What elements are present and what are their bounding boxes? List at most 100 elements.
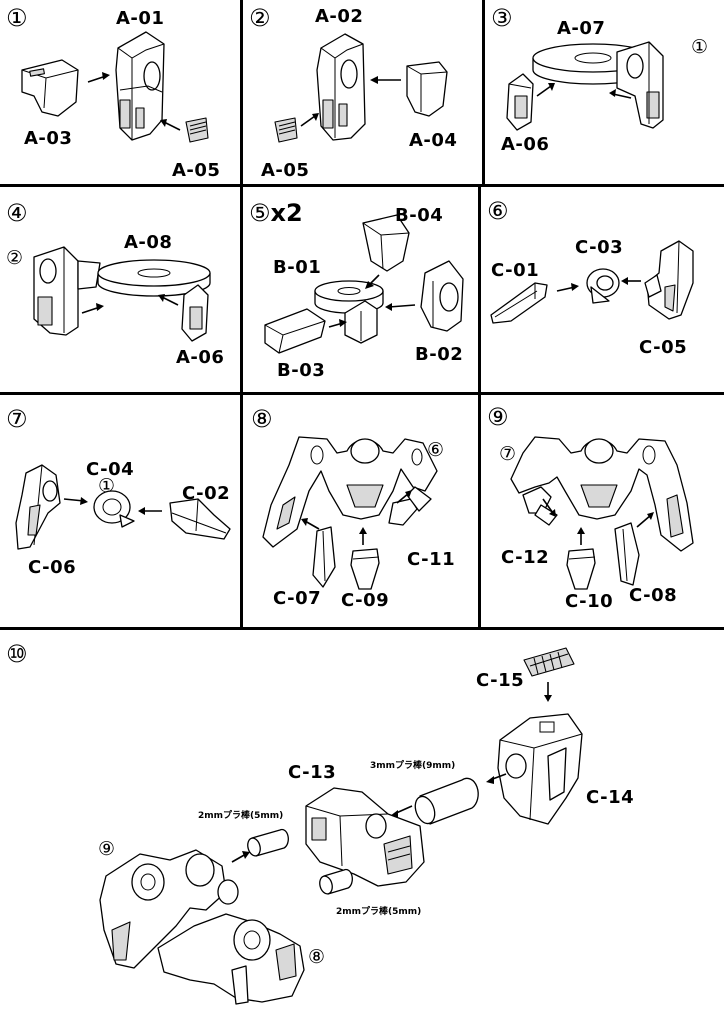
divider-row3 xyxy=(0,627,724,630)
label-b01: B-01 xyxy=(273,257,322,278)
assembly-8-drawing xyxy=(157,879,305,1005)
label-a05b: A-05 xyxy=(261,160,310,181)
part-c08-drawing xyxy=(614,522,640,586)
label-c06: C-06 xyxy=(28,557,77,578)
step-9-panel: ⑨ ⑦ xyxy=(481,395,724,627)
divider-r3-b xyxy=(478,394,481,629)
label-a06: A-06 xyxy=(501,134,550,155)
step-10-number: ⑩ xyxy=(6,640,28,668)
part-c09-drawing xyxy=(350,548,380,590)
divider-row2 xyxy=(0,392,724,395)
part-b-mid-drawing xyxy=(344,300,378,344)
label-c08: C-08 xyxy=(629,585,678,606)
step-3-panel: ③ ① A-07 A-06 xyxy=(485,0,724,184)
note-rod-3mm: 3mmプラ棒(9mm) xyxy=(370,761,456,771)
note-rod-2mm-lower: 2mmプラ棒(5mm) xyxy=(336,907,422,917)
step-5-circled: ⑤ xyxy=(249,199,271,227)
part-a04-drawing xyxy=(406,61,448,117)
label-c10: C-10 xyxy=(565,591,614,612)
step-10-ref-9: ⑨ xyxy=(98,838,116,860)
part-b02-drawing xyxy=(420,260,464,332)
step-8-ref: ⑥ xyxy=(427,439,445,461)
note-rod-2mm-upper: 2mmプラ棒(5mm) xyxy=(198,811,284,821)
part-c02-drawing xyxy=(169,498,231,540)
label-c13: C-13 xyxy=(288,762,337,783)
step-1-illustration xyxy=(21,31,209,143)
step-5-multiplier: x2 xyxy=(270,199,303,227)
step-6-panel: ⑥ C-03 C-01 C-05 xyxy=(481,187,724,392)
step-4-illustration xyxy=(33,246,211,342)
step-10-ref-8: ⑧ xyxy=(308,946,326,968)
part-c06-drawing xyxy=(15,464,61,550)
part-c03-drawing xyxy=(586,268,620,304)
step-4-ref: ② xyxy=(6,247,24,269)
assembly-9-drawing xyxy=(99,849,227,969)
label-c14: C-14 xyxy=(586,787,635,808)
label-a07: A-07 xyxy=(557,18,606,39)
step-2-illustration xyxy=(274,33,448,143)
label-a03: A-03 xyxy=(24,128,73,149)
part-a02-drawing xyxy=(316,33,366,141)
label-c11: C-11 xyxy=(407,549,456,570)
step-1-number: ① xyxy=(6,4,28,32)
step-5-illustration xyxy=(264,214,464,354)
label-b02: B-02 xyxy=(415,344,464,365)
part-a01-drawing xyxy=(115,31,165,141)
step-7-number: ⑦ xyxy=(6,405,28,433)
step-8-illustration xyxy=(262,436,438,590)
part-a03-drawing xyxy=(21,59,79,117)
part-a06-drawing xyxy=(506,73,534,131)
part-torso-ref-drawing xyxy=(616,41,664,129)
rod-2mm-upper-drawing xyxy=(247,828,289,857)
step-2-panel: ② xyxy=(243,0,482,184)
part-c12-drawing xyxy=(522,486,558,526)
label-c07: C-07 xyxy=(273,588,322,609)
label-a02: A-02 xyxy=(315,6,364,27)
step-10-illustration xyxy=(99,647,583,1005)
divider-r1-b xyxy=(482,0,485,186)
divider-r2-a xyxy=(240,186,243,394)
part-b03-drawing xyxy=(264,308,326,354)
step-7-panel: ⑦ ① C-04 C-02 xyxy=(0,395,240,627)
part-c14-drawing xyxy=(497,713,583,825)
label-c01: C-01 xyxy=(491,260,540,281)
part-b04-drawing xyxy=(362,214,410,272)
label-a05: A-05 xyxy=(172,160,221,181)
part-c05-drawing xyxy=(644,240,694,320)
step-4-panel: ④ ② A-08 A-06 xyxy=(0,187,240,392)
step-10-panel: ⑩ ⑨ ⑧ xyxy=(0,630,724,1024)
part-c11-drawing xyxy=(388,486,432,526)
step-5-panel: ⑤x2 xyxy=(243,187,478,392)
label-c02: C-02 xyxy=(182,483,231,504)
step-6-number: ⑥ xyxy=(487,197,509,225)
label-c09: C-09 xyxy=(341,590,390,611)
part-c07-drawing xyxy=(312,526,336,588)
rod-3mm-drawing xyxy=(414,777,479,825)
label-a04: A-04 xyxy=(409,130,458,151)
divider-r2-b xyxy=(478,186,481,394)
part-a05b-drawing xyxy=(274,117,298,143)
divider-row1 xyxy=(0,184,724,187)
assembly-leg-frame-drawing xyxy=(262,436,438,548)
label-c12: C-12 xyxy=(501,547,550,568)
step-3-number: ③ xyxy=(491,4,513,32)
step-5-number: ⑤x2 xyxy=(249,201,303,225)
label-c04: C-04 xyxy=(86,459,135,480)
step-1-panel: ① xyxy=(0,0,240,184)
label-c05: C-05 xyxy=(639,337,688,358)
part-c01-drawing xyxy=(490,282,548,324)
label-b04: B-04 xyxy=(395,205,444,226)
label-b03: B-03 xyxy=(277,360,326,381)
label-a08: A-08 xyxy=(124,232,173,253)
step-3-illustration xyxy=(506,41,664,131)
step-3-ref: ① xyxy=(691,36,709,58)
step-2-number: ② xyxy=(249,4,271,32)
label-c15: C-15 xyxy=(476,670,525,691)
part-a08-drawing xyxy=(97,259,211,297)
step-9-ref: ⑦ xyxy=(499,443,517,465)
divider-r1-a xyxy=(240,0,243,186)
step-8-number: ⑧ xyxy=(251,405,273,433)
label-c03: C-03 xyxy=(575,237,624,258)
step-6-illustration xyxy=(490,240,694,324)
